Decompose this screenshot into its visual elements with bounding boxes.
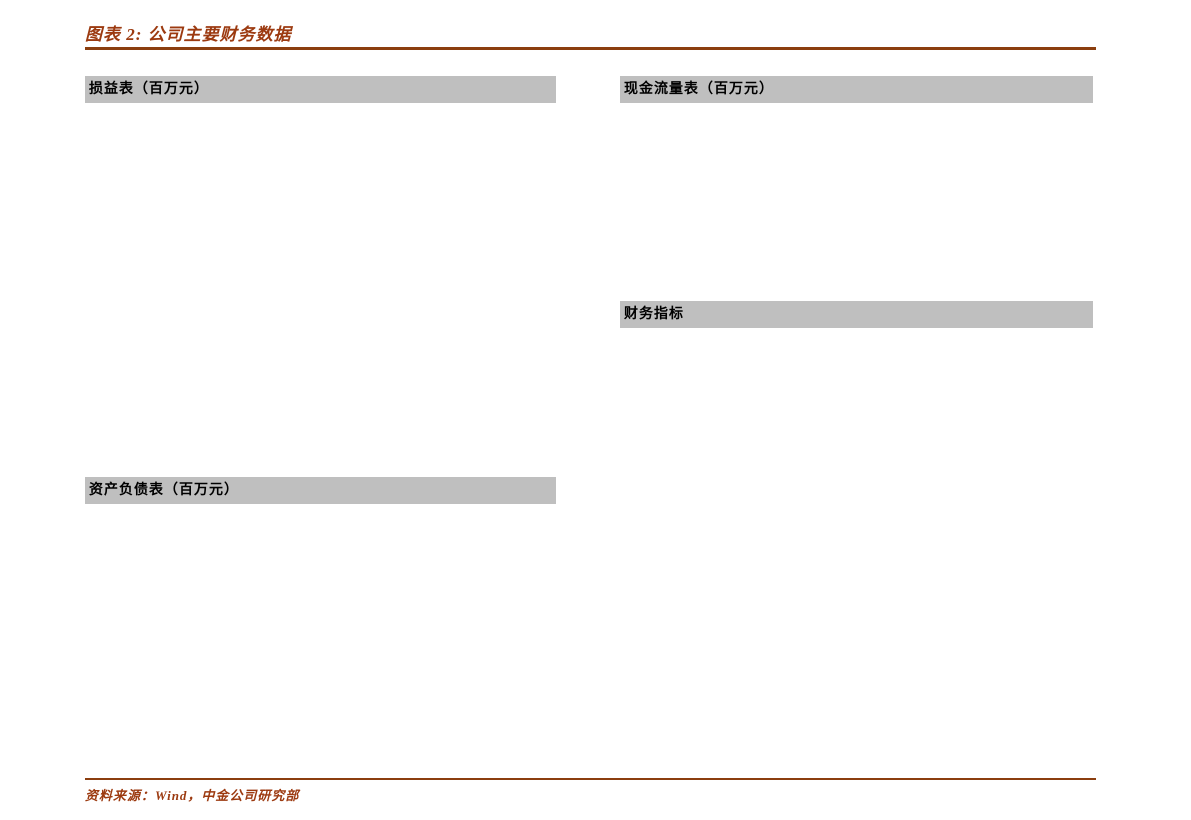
section-header-balance-sheet-label: 资产负债表（百万元） [89,483,239,498]
footer-divider-rule [85,778,1096,780]
section-header-balance-sheet: 资产负债表（百万元） [85,477,556,504]
financial-indicators-table-area [620,328,1093,773]
income-statement-table-area [85,103,556,473]
section-header-income-statement: 损益表（百万元） [85,76,556,103]
cash-flow-statement-table-area [620,103,1093,298]
title-divider-rule [85,47,1096,50]
section-header-financial-indicators: 财务指标 [620,301,1093,328]
section-header-cash-flow-statement: 现金流量表（百万元） [620,76,1093,103]
figure-title: 图表 2: 公司主要财务数据 [85,25,292,44]
section-header-financial-indicators-label: 财务指标 [624,307,684,322]
balance-sheet-table-area [85,504,556,774]
source-note: 资料来源：Wind，中金公司研究部 [85,788,300,803]
section-header-cash-flow-statement-label: 现金流量表（百万元） [624,82,774,97]
section-header-income-statement-label: 损益表（百万元） [89,82,209,97]
